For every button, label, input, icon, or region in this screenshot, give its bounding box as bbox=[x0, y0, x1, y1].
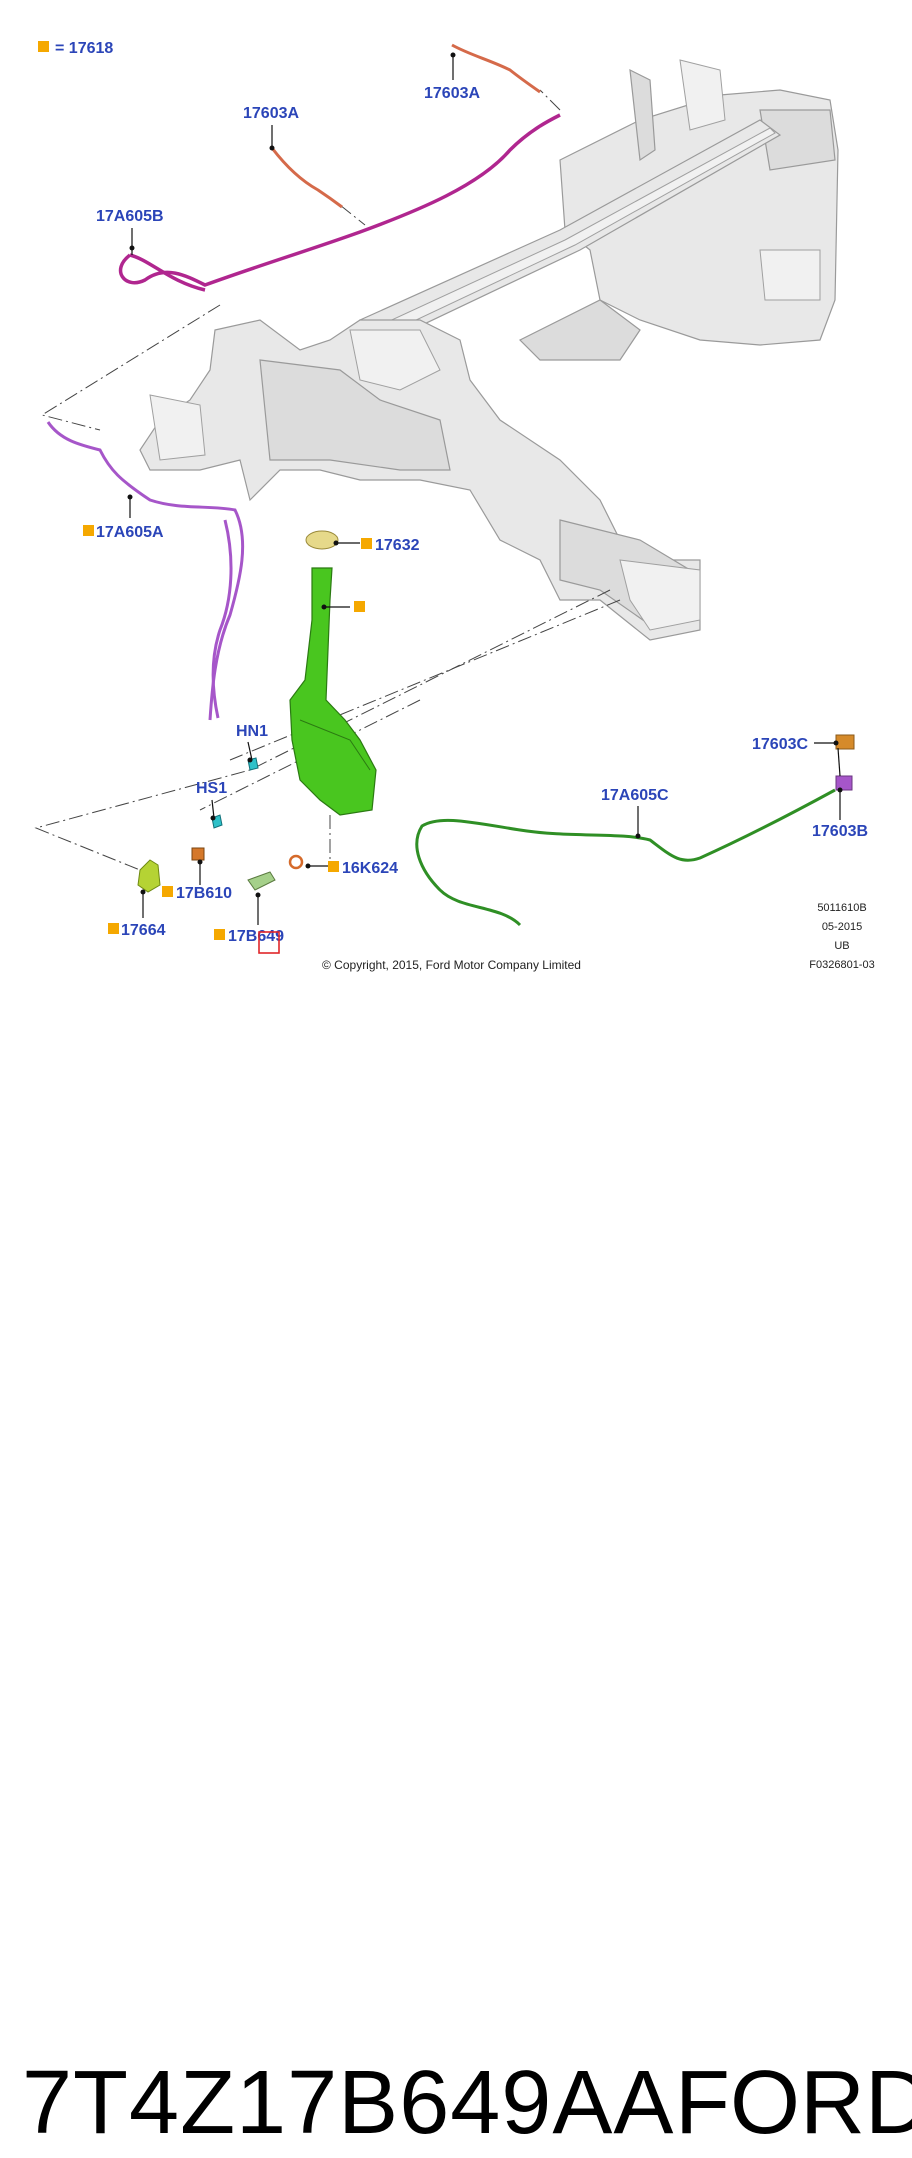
vehicle-frame bbox=[139, 59, 839, 641]
small-parts bbox=[137, 757, 304, 893]
label-17A605C: 17A605C bbox=[601, 787, 669, 804]
label-17603B: 17603B bbox=[812, 823, 868, 840]
washer-reservoir bbox=[289, 530, 377, 816]
legend-text: = 17618 bbox=[55, 40, 113, 57]
meta-block: 5011610B 05-2015 UB F0326801-03 bbox=[809, 902, 874, 971]
copyright-text: © Copyright, 2015, Ford Motor Company Li… bbox=[322, 958, 581, 972]
label-16K624: 16K624 bbox=[342, 860, 398, 877]
leader-dots bbox=[127, 52, 843, 898]
label-17B649: 17B649 bbox=[228, 928, 284, 945]
label-17664: 17664 bbox=[121, 922, 166, 939]
label-17B610: 17B610 bbox=[176, 885, 232, 902]
label-17A605B: 17A605B bbox=[96, 208, 164, 225]
part-number: 7T4Z17B649AA bbox=[22, 2053, 675, 2153]
label-17603A-top: 17603A bbox=[424, 85, 480, 102]
label-17603A-left: 17603A bbox=[243, 105, 299, 122]
orange-markers bbox=[38, 41, 372, 940]
svg-text:05-2015: 05-2015 bbox=[822, 921, 862, 933]
label-17A605A: 17A605A bbox=[96, 524, 164, 541]
label-17603C: 17603C bbox=[752, 736, 808, 753]
parts-diagram: = 17618 17603A 17603A 17A605B 17A605A 17… bbox=[34, 40, 875, 972]
highlight-box bbox=[258, 931, 280, 954]
svg-text:5011610B: 5011610B bbox=[817, 902, 866, 914]
svg-text:F0326801-03: F0326801-03 bbox=[809, 959, 874, 971]
label-HN1: HN1 bbox=[236, 723, 268, 740]
svg-text:UB: UB bbox=[834, 940, 849, 952]
hoses bbox=[46, 43, 855, 927]
label-HS1: HS1 bbox=[196, 780, 227, 797]
leader-lines bbox=[129, 55, 841, 925]
footer: 7T4Z17B649AA FORD bbox=[0, 1000, 912, 2153]
brand-name: FORD bbox=[675, 2053, 912, 2153]
callout-labels: = 17618 17603A 17603A 17A605B 17A605A 17… bbox=[55, 40, 868, 945]
label-17632: 17632 bbox=[375, 537, 420, 554]
